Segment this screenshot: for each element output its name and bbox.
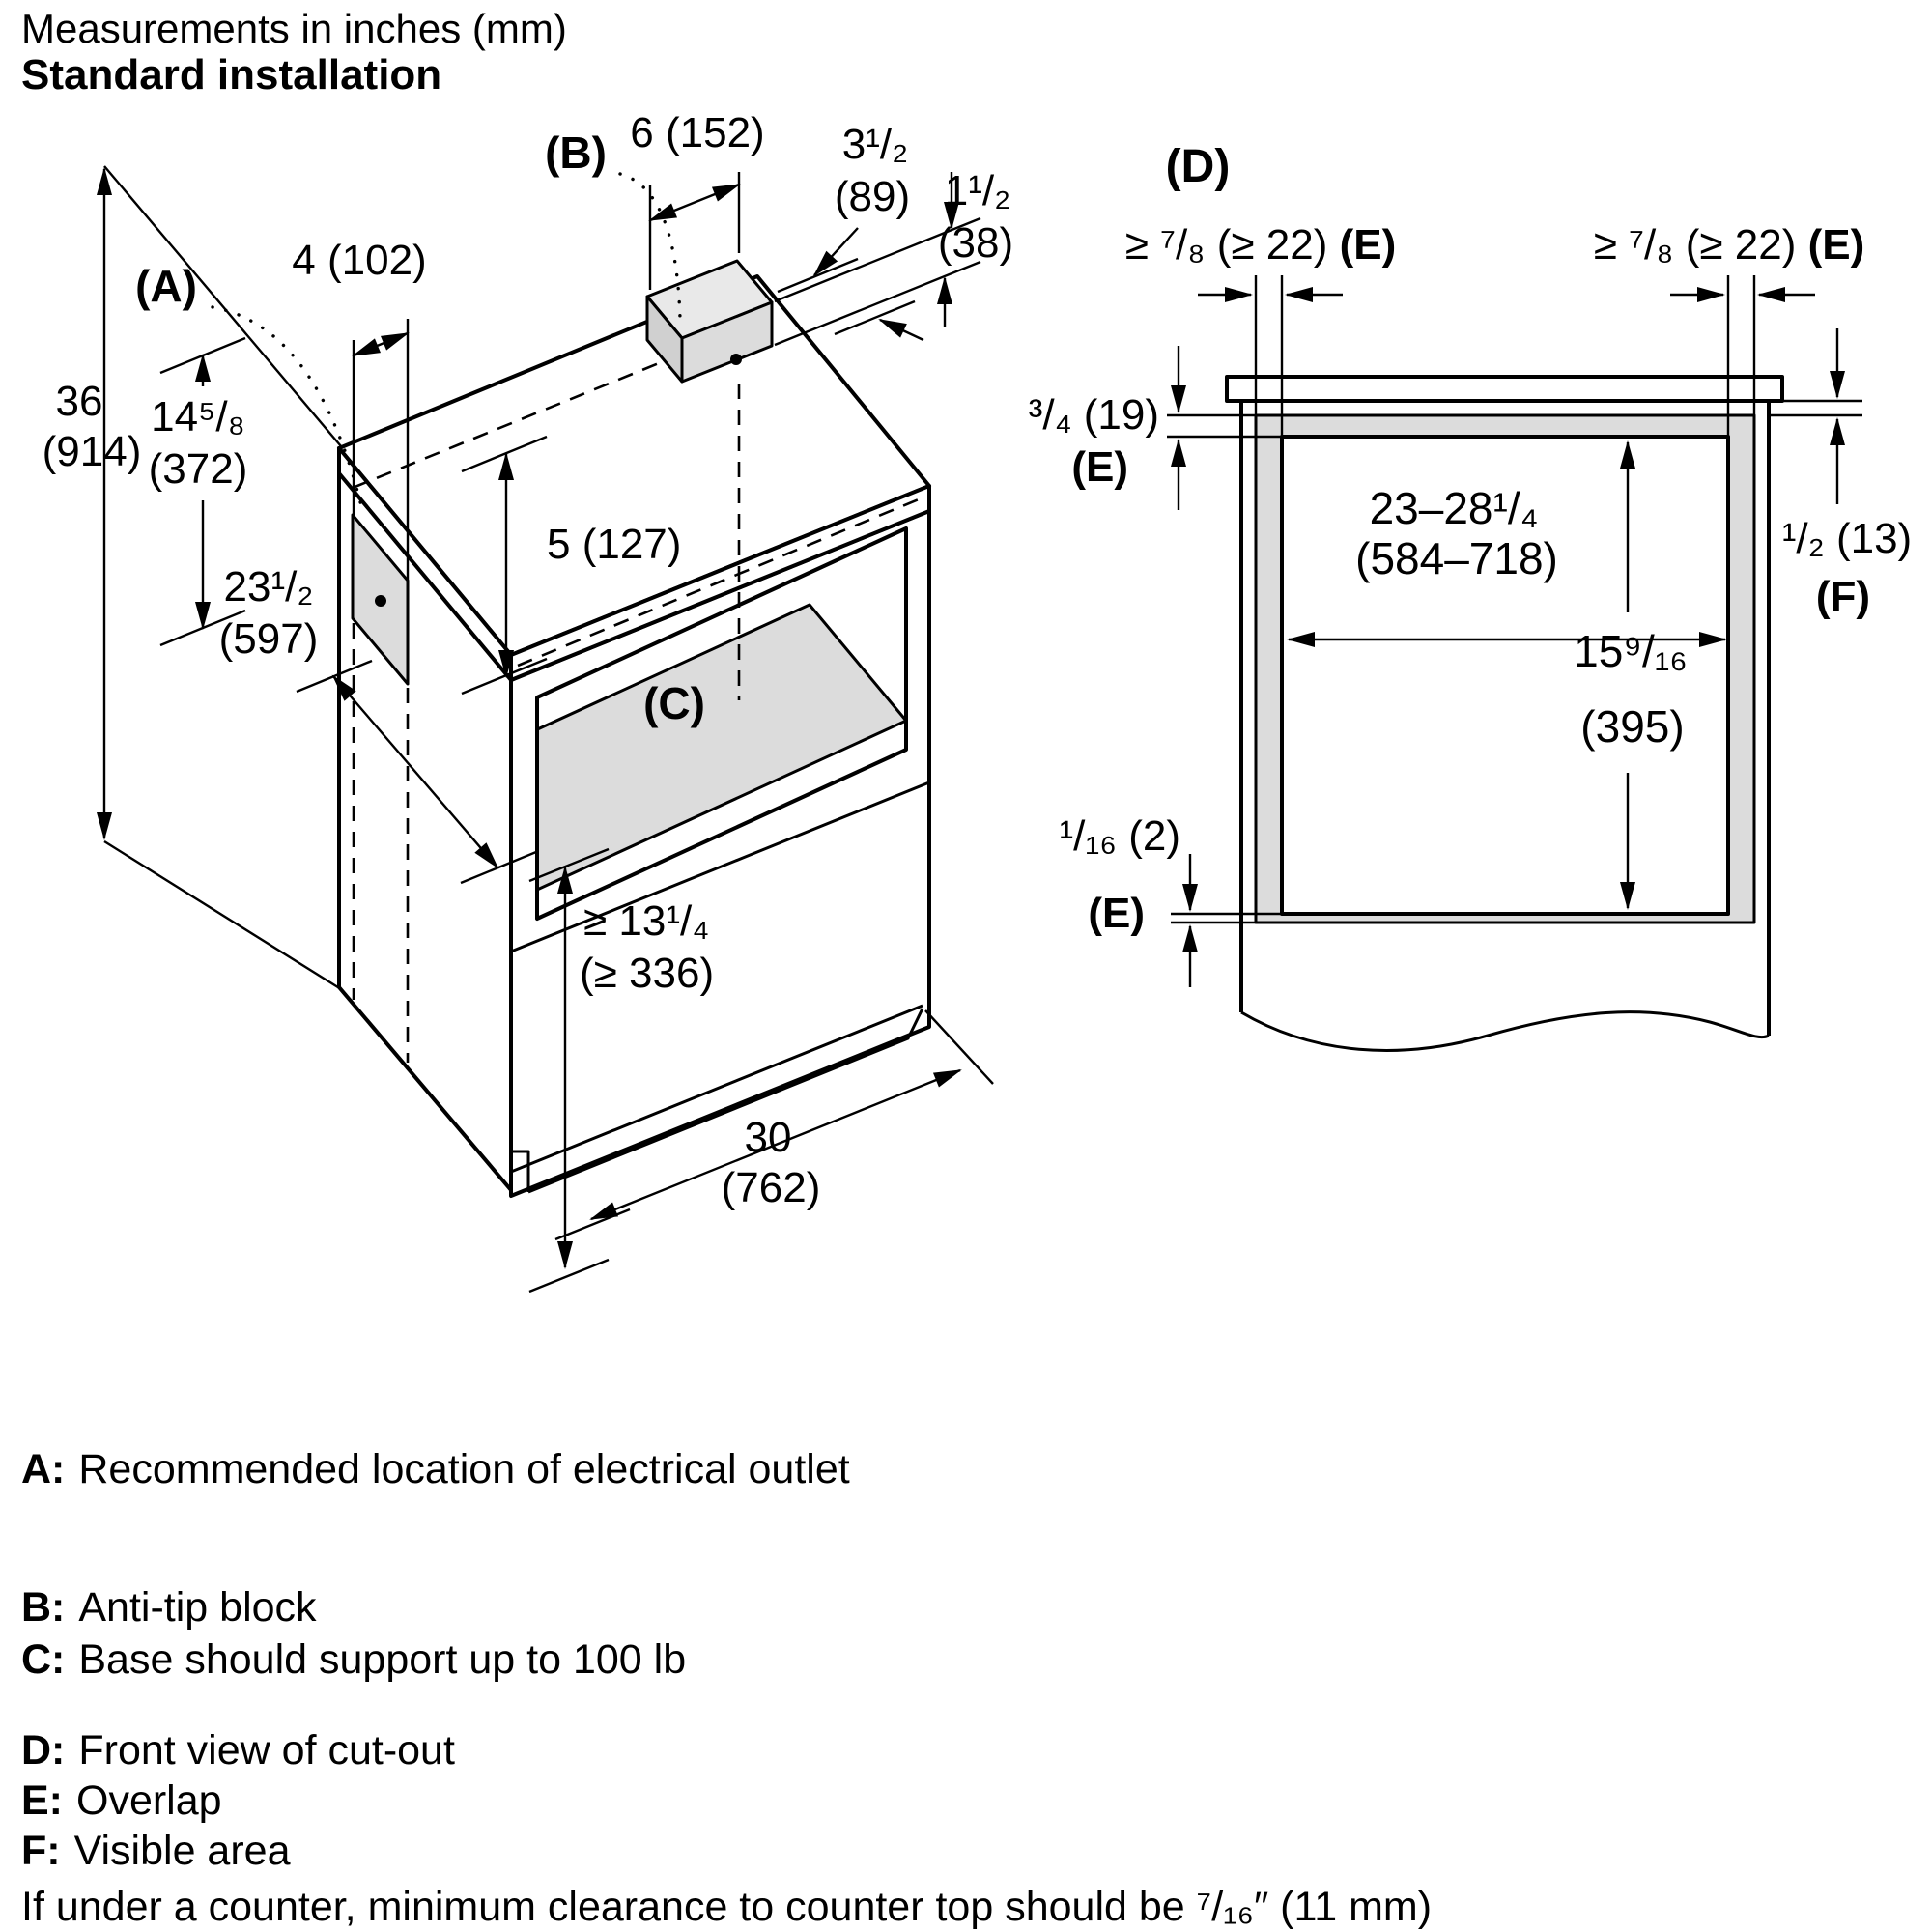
dim-block-height-mm: (38) xyxy=(938,219,1013,267)
dim-total-height-mm: (914) xyxy=(43,428,142,475)
ext-line-height-top xyxy=(103,165,342,447)
dim-block-height-in: 1¹/₂ xyxy=(945,167,1010,214)
dim-outlet-height-mm: (372) xyxy=(149,445,248,493)
dim-cutout-height-mm: (395) xyxy=(1580,701,1684,752)
dim-total-height-in: 36 xyxy=(56,378,103,425)
dim-cutout-width-mm: (584–718) xyxy=(1355,533,1558,583)
cabinet-top-left-edge xyxy=(337,446,513,682)
ext-line-blockh-b xyxy=(774,260,981,347)
panel-break-line xyxy=(1240,1010,1770,1052)
toe-kick-notch xyxy=(511,1150,530,1192)
dim-line-width xyxy=(589,1068,962,1221)
cabinet-opening-frame xyxy=(535,526,908,921)
dim-block-setback-mm: (89) xyxy=(835,173,910,220)
legend-row-d: D:Front view of cut-out xyxy=(21,1727,455,1774)
support-base-surface xyxy=(537,603,906,892)
anti-tip-block-side xyxy=(645,295,684,384)
callout-b-label: (B) xyxy=(545,128,607,178)
tick-lower-top xyxy=(528,847,610,883)
dim-depth-mm: (597) xyxy=(219,615,319,663)
hidden-edge-top-front xyxy=(517,495,926,668)
dim-overlap-bottom: ¹/₁₆ (2) xyxy=(1060,812,1180,860)
legend-row-f: F:Visible area xyxy=(21,1828,291,1874)
dim-overlap-bottom-ref: (E) xyxy=(1088,890,1145,937)
cutout-opening xyxy=(1280,435,1730,916)
legend-row-c: C:Base should support up to 100 lb xyxy=(21,1636,686,1683)
dim-cutout-width-in: 23–28¹/₄ xyxy=(1370,483,1539,533)
dim-block-setback-in: 3¹/₂ xyxy=(842,121,908,168)
dim-line-block-width xyxy=(648,183,741,222)
dim-block-width: 6 (152) xyxy=(630,109,764,156)
dim-visible-area-ref: (F) xyxy=(1816,573,1870,620)
leader-outlet xyxy=(211,305,365,516)
drawer-top-edge xyxy=(510,781,930,953)
counter-clearance-note: If under a counter, minimum clearance to… xyxy=(21,1884,1432,1930)
dim-overlap-top-ref: (E) xyxy=(1071,443,1128,491)
dim-overlap-right: ≥ ⁷/₈ (≥ 22) (E) xyxy=(1594,221,1865,269)
dim-outlet-offset: 4 (102) xyxy=(292,237,426,284)
isometric-cabinet-view: 36 (914) 4 (102) 6 (152) 3¹/₂ (89) 1¹/₂ … xyxy=(43,109,1013,1293)
callout-c-label: (C) xyxy=(643,678,705,728)
ext-line-height-bottom xyxy=(103,839,342,991)
front-cutout-view: (D) ≥ ⁷/₈ (≥ 22) (E) ≥ ⁷/₈ (≥ 22) (E) ³/… xyxy=(1029,141,1912,1052)
leader-block xyxy=(618,172,682,321)
page-title: Measurements in inches (mm) xyxy=(21,6,567,51)
dim-cutout-height-in: 15⁹/₁₆ xyxy=(1574,626,1688,676)
counter-top-bar xyxy=(1225,375,1784,403)
dim-line-depth xyxy=(331,674,499,869)
dim-lower-height-mm: (≥ 336) xyxy=(580,950,714,997)
legend-row-e: E:Overlap xyxy=(21,1777,222,1824)
tick-lower-bottom xyxy=(528,1258,610,1293)
page-subtitle: Standard installation xyxy=(21,51,441,99)
dim-visible-area: ¹/₂ (13) xyxy=(1782,515,1912,562)
outlet-screw-dot xyxy=(375,595,386,607)
callout-d-label: (D) xyxy=(1166,141,1231,192)
dim-top-clearance: 5 (127) xyxy=(547,521,681,568)
callout-a-label: (A) xyxy=(135,261,197,311)
dim-depth-in: 23¹/₂ xyxy=(224,563,314,611)
legend: A:Recommended location of electrical out… xyxy=(21,1446,1432,1930)
dim-lower-height-in: ≥ 13¹/₄ xyxy=(583,897,709,945)
dim-width-mm: (762) xyxy=(722,1164,821,1211)
dim-width-in: 30 xyxy=(745,1114,792,1161)
arrow-setback-b xyxy=(878,318,924,342)
tick-setback-b xyxy=(834,299,916,336)
dim-outlet-height-in: 14⁵/₈ xyxy=(151,393,245,440)
dim-line-outlet-offset xyxy=(352,331,410,357)
dim-overlap-left: ≥ ⁷/₈ (≥ 22) (E) xyxy=(1125,221,1397,269)
tick-setback-a xyxy=(777,257,859,294)
ext-line-blockh-a xyxy=(774,216,981,303)
legend-row-a: A:Recommended location of electrical out… xyxy=(21,1446,850,1492)
dim-overlap-top: ³/₄ (19) xyxy=(1029,391,1159,439)
ext-line-width-right xyxy=(924,1009,994,1085)
cabinet-opening-interior xyxy=(537,603,906,892)
tick-width-left xyxy=(554,1208,631,1241)
arrow-setback-a xyxy=(812,227,859,277)
block-screw-dot xyxy=(730,354,742,365)
legend-row-b: B:Anti-tip block xyxy=(21,1584,317,1631)
